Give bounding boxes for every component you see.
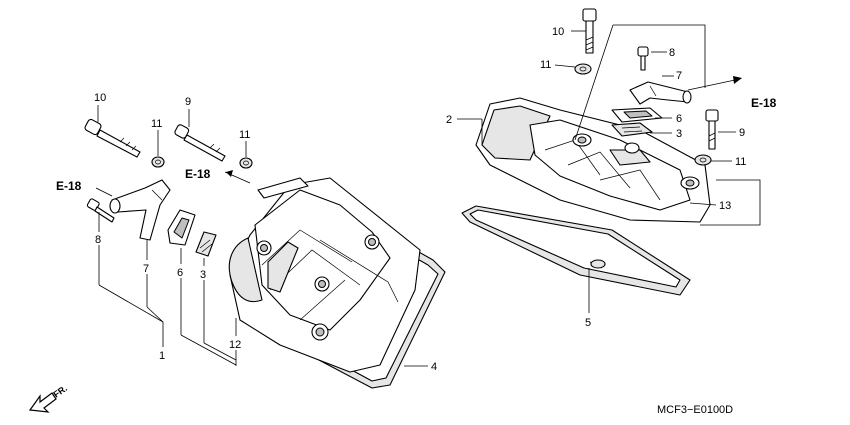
washer-11-left-a bbox=[151, 156, 165, 168]
callout-11-right-a: 11 bbox=[540, 59, 551, 71]
breather-pipe-7-left bbox=[109, 179, 171, 241]
callout-11-left-a: 11 bbox=[151, 118, 162, 130]
callout-4: 4 bbox=[431, 361, 437, 373]
callout-9-left: 9 bbox=[185, 96, 191, 108]
callout-11-left-b: 11 bbox=[239, 129, 250, 141]
cap-3-left bbox=[195, 231, 217, 257]
callout-6-right: 6 bbox=[676, 113, 682, 125]
right-leader-lines bbox=[457, 24, 761, 313]
callout-2: 2 bbox=[446, 114, 452, 126]
bolt-8-right bbox=[637, 46, 649, 71]
callout-13: 13 bbox=[719, 200, 731, 212]
callout-1: 1 bbox=[159, 350, 165, 362]
diagram-code: MCF3−E0100D bbox=[657, 404, 733, 416]
bolt-9-right bbox=[705, 109, 719, 150]
right-callouts: 10 8 11 7 2 6 3 9 11 13 5 E-18 bbox=[446, 26, 777, 329]
ref-e18-left-b: E-18 bbox=[185, 167, 211, 181]
ref-e18-right: E-18 bbox=[751, 96, 777, 110]
callout-3-left: 3 bbox=[200, 269, 206, 281]
bolt-8-left bbox=[86, 198, 115, 223]
callout-10-right: 10 bbox=[552, 26, 564, 38]
bolt-10-right bbox=[582, 8, 597, 54]
callout-5: 5 bbox=[585, 317, 591, 329]
callout-12: 12 bbox=[229, 339, 241, 351]
breather-pipe-7-right bbox=[629, 81, 692, 105]
separator-plate-6-left bbox=[167, 209, 196, 246]
bolt-9-left bbox=[174, 124, 226, 162]
washer-11-right-b bbox=[694, 154, 712, 166]
ref-e18-left-a: E-18 bbox=[56, 179, 82, 193]
callout-6-left: 6 bbox=[177, 267, 183, 279]
left-leader-lines bbox=[95, 105, 428, 367]
front-arrow-icon bbox=[28, 392, 57, 413]
front-direction-arrow: FR. bbox=[28, 383, 69, 413]
bolt-10-left bbox=[84, 118, 141, 158]
washer-11-right-a bbox=[574, 63, 592, 75]
left-callouts: 10 9 11 11 8 7 6 3 1 12 4 E-18 E-18 bbox=[56, 92, 437, 373]
washer-11-left-b bbox=[239, 157, 253, 169]
callout-8-left: 8 bbox=[95, 234, 101, 246]
callout-11-right-b: 11 bbox=[735, 156, 746, 168]
callout-3-right: 3 bbox=[676, 128, 682, 140]
left-cover-assembly bbox=[84, 118, 446, 389]
callout-7-right: 7 bbox=[676, 70, 682, 82]
callout-7-left: 7 bbox=[143, 263, 149, 275]
right-cover-assembly bbox=[461, 8, 719, 296]
callout-9-right: 9 bbox=[739, 127, 745, 139]
cap-3-right bbox=[611, 122, 653, 137]
callout-8-right: 8 bbox=[669, 47, 675, 59]
callout-10-left: 10 bbox=[94, 92, 106, 104]
separator-plate-6-right bbox=[611, 107, 663, 123]
